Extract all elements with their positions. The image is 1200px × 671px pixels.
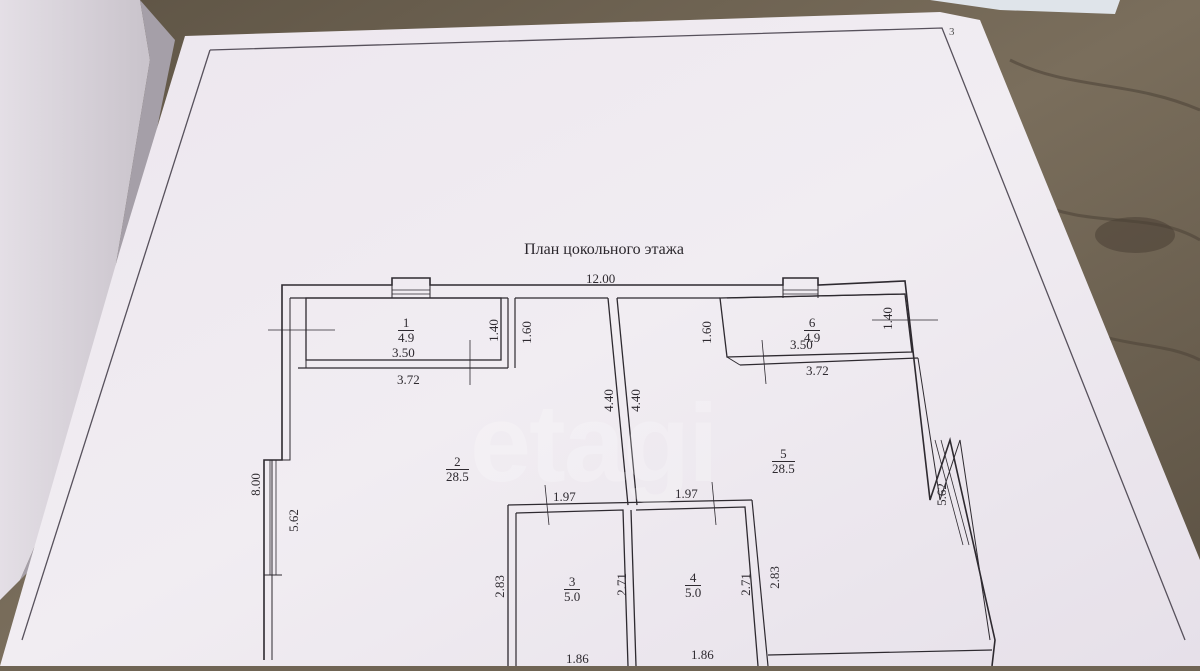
room-number: 2 <box>446 455 469 470</box>
dim-room3-right-height: 2.71 <box>613 573 629 596</box>
dim-room4-top: 1.97 <box>675 486 698 501</box>
dim-room1-gap: 1.60 <box>518 321 534 344</box>
dim-overall-width: 12.00 <box>586 271 616 286</box>
floor-plan-drawing <box>263 277 996 667</box>
dim-room3-top: 1.97 <box>553 489 576 504</box>
room-number: 1 <box>398 316 415 331</box>
dim-room1-width: 3.50 <box>392 345 415 360</box>
plan-title: План цокольного этажа <box>524 241 684 258</box>
paper-stack-corner <box>930 0 1120 14</box>
dim-room5-right-height: 5.62 <box>933 483 949 506</box>
room-number: 3 <box>564 575 581 590</box>
room-4-label: 4 5.0 <box>685 571 702 600</box>
room-area: 5.0 <box>564 589 581 604</box>
room-area: 28.5 <box>772 461 795 476</box>
left-page-shadow <box>20 0 175 580</box>
sheet-border <box>209 27 1186 641</box>
dim-room4-bottom: 1.86 <box>691 647 714 662</box>
room-6-label: 6 4.9 <box>804 316 821 345</box>
dim-room6-height: 1.40 <box>879 307 895 330</box>
watermark: etagi <box>470 382 719 505</box>
dim-room5-width: 3.72 <box>806 363 829 378</box>
dim-overall-height: 8.00 <box>247 473 263 496</box>
dim-room4-left-height: 2.71 <box>737 573 753 596</box>
left-page <box>0 0 150 600</box>
dim-room2-width: 3.72 <box>397 372 420 387</box>
dim-room1-height: 1.40 <box>485 319 501 342</box>
room-area: 5.0 <box>685 585 702 600</box>
sheet-border-left <box>21 49 211 641</box>
room-area: 4.9 <box>398 330 415 345</box>
page-corner-mark: 3 <box>949 26 955 38</box>
room-2-label: 2 28.5 <box>446 455 469 484</box>
dim-room2-left-height: 5.62 <box>285 509 301 532</box>
dim-room5-mid-height: 4.40 <box>627 389 643 412</box>
room-5-label: 5 28.5 <box>772 447 795 476</box>
dim-room6-width: 3.50 <box>790 337 813 352</box>
room-number: 5 <box>772 447 795 462</box>
room-area: 4.9 <box>804 330 821 345</box>
room-number: 6 <box>804 316 821 331</box>
room-number: 4 <box>685 571 702 586</box>
dim-room3-bottom: 1.86 <box>566 651 589 666</box>
dim-room6-gap: 1.60 <box>698 321 714 344</box>
dim-room4-right-height: 2.83 <box>766 566 782 589</box>
dim-room2-mid-height: 4.40 <box>600 389 616 412</box>
dim-room3-left-height: 2.83 <box>491 575 507 598</box>
document-sheet <box>0 12 1200 666</box>
room-3-label: 3 5.0 <box>564 575 581 604</box>
room-area: 28.5 <box>446 469 469 484</box>
wood-knot <box>1095 217 1175 253</box>
room-1-label: 1 4.9 <box>398 316 415 345</box>
